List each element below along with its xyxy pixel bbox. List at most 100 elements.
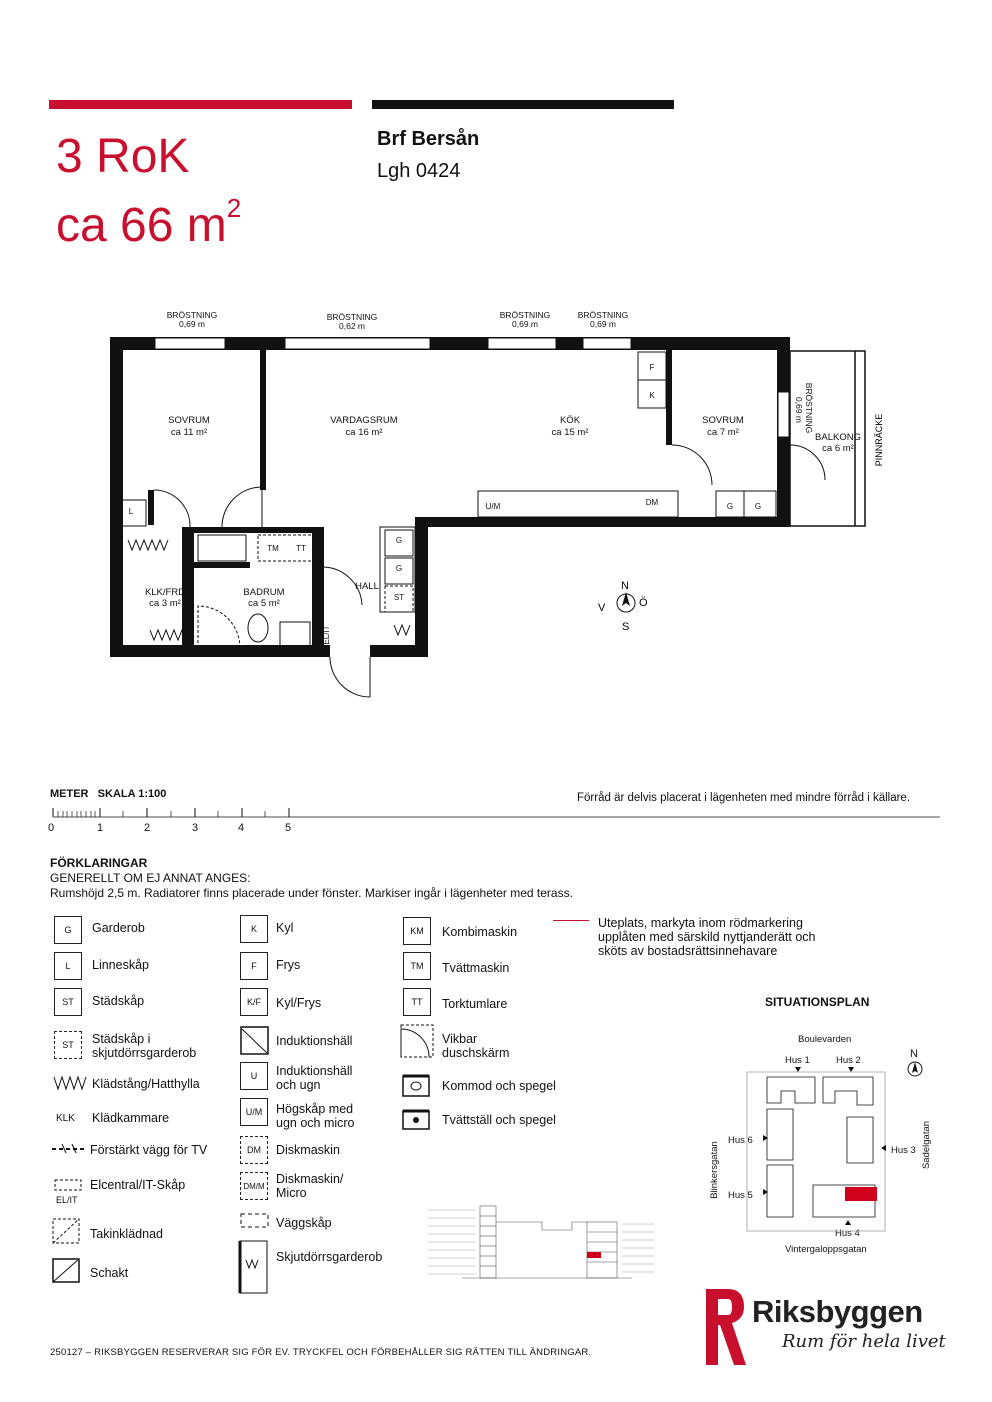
- fixture-boxes: [117, 490, 777, 649]
- legend-dm-micro-text: Diskmaskin/ Micro: [276, 1172, 344, 1200]
- house-4: Hus 4: [835, 1228, 860, 1239]
- legend-induction-oven-text: Induktionshäll och ugn: [276, 1064, 353, 1092]
- legend-st-icon: ST: [54, 988, 82, 1016]
- house-1: Hus 1: [785, 1055, 810, 1066]
- window-label-5: BRÖSTNING: [804, 383, 814, 434]
- scale-tick-3: 3: [192, 822, 199, 834]
- window-label-3: BRÖSTNING: [500, 310, 551, 320]
- clothes-rail-icon: [53, 1075, 87, 1091]
- legend-elit-text: Elcentral/IT-Skåp: [90, 1178, 186, 1192]
- site-north: N: [910, 1048, 918, 1060]
- legend-general-note: Rumshöjd 2,5 m. Radiatorer finns placera…: [50, 886, 573, 900]
- red-line-sample: [553, 920, 589, 921]
- legend-kf-text: Kyl/Frys: [276, 996, 322, 1010]
- shaft-icon: [52, 1258, 80, 1283]
- house-3: Hus 3: [891, 1145, 916, 1156]
- room-name-balkong: BALKONG: [815, 432, 861, 443]
- riksbyggen-logo-mark: [706, 1289, 746, 1365]
- legend-tv-text: Förstärkt vägg för TV: [90, 1143, 208, 1157]
- room-name-badrum: BADRUM: [243, 587, 284, 598]
- fixture-g-1: G: [727, 502, 733, 511]
- legend-km-text: Kombimaskin: [442, 925, 518, 939]
- legend-km-icon: KM: [403, 917, 431, 945]
- sliding-wardrobe-icon: [238, 1240, 268, 1294]
- street-north: Boulevarden: [798, 1034, 851, 1045]
- legend-l-text: Linneskåp: [92, 958, 149, 972]
- legend-sliding-text: Skjutdörrsgarderob: [276, 1250, 383, 1264]
- scale-label: METER SKALA 1:100: [50, 788, 167, 800]
- brf-name: Brf Bersån: [377, 128, 480, 150]
- legend-g-icon: G: [54, 916, 82, 944]
- fixture-f: F: [650, 363, 655, 372]
- room-name-sovrum-1: SOVRUM: [168, 415, 210, 426]
- legend-l-icon: L: [54, 952, 82, 980]
- street-east: Sadelgatan: [921, 1121, 932, 1169]
- fixture-g-3: G: [396, 536, 402, 545]
- fixture-tt: TT: [296, 544, 306, 553]
- legend-klk-text: Klädkammare: [92, 1111, 170, 1125]
- apartment-number: Lgh 0424: [377, 160, 461, 182]
- legend-tm-icon: TM: [403, 952, 431, 980]
- legend-ceiling-text: Takinklädnad: [90, 1227, 163, 1241]
- room-area-sovrum-2: ca 7 m²: [707, 427, 739, 438]
- walls: [110, 337, 790, 657]
- compass-s: S: [622, 621, 629, 633]
- legend-um-text: Högskåp med ugn och micro: [276, 1102, 355, 1130]
- legend-induction-oven-icon: U: [240, 1062, 268, 1090]
- footer-disclaimer: 250127 – RIKSBYGGEN RESERVERAR SIG FÖR E…: [50, 1347, 592, 1358]
- scale-tick-5: 5: [285, 822, 292, 834]
- room-area-sovrum-1: ca 11 m²: [171, 427, 207, 438]
- room-name-klk: KLK/FRD: [145, 587, 185, 598]
- fixture-g-2: G: [755, 502, 761, 511]
- window-label-2: BRÖSTNING: [327, 312, 378, 322]
- window-value-3: 0,69 m: [512, 319, 538, 329]
- legend-dm-icon: DM: [240, 1136, 268, 1164]
- room-area-balkong: ca 6 m²: [822, 443, 854, 454]
- scale-tick-4: 4: [238, 822, 245, 834]
- legend-dm-text: Diskmaskin: [276, 1143, 340, 1157]
- kitchen-counter: [379, 351, 777, 613]
- fixture-labels: F K L U/M DM G G G G ST TM TT EL/IT: [129, 363, 761, 645]
- area-value: ca 66 m: [56, 199, 227, 252]
- room-area-kok: ca 15 m²: [552, 427, 589, 438]
- window-value-1: 0,69 m: [179, 319, 205, 329]
- shower-screen-icon: [400, 1024, 434, 1058]
- legend-tm-text: Tvättmaskin: [442, 961, 510, 975]
- area-title: ca 66 m2: [56, 195, 241, 250]
- window-value-5: 0,69 m: [794, 397, 804, 423]
- washbasin-icon: [402, 1109, 430, 1130]
- fixture-l: L: [129, 507, 134, 516]
- header-black-bar: [372, 100, 674, 109]
- room-name-vardagsrum: VARDAGSRUM: [330, 415, 397, 426]
- legend-k-icon: K: [240, 915, 268, 943]
- scale-tick-0: 0: [48, 822, 55, 834]
- room-name-hall: HALL: [355, 581, 379, 592]
- compass-o: Ö: [639, 597, 648, 609]
- legend-elit-code: EL/IT: [56, 1195, 78, 1205]
- legend-shower-text: Vikbar duschskärm: [442, 1032, 510, 1060]
- scale-tick-1: 1: [97, 822, 104, 834]
- brand-tagline: Rum för hela livet: [782, 1331, 946, 1352]
- railing-label: PINNRÄCKE: [874, 414, 884, 467]
- room-labels: SOVRUM ca 11 m² VARDAGSRUM ca 16 m² KÖK …: [145, 415, 861, 609]
- room-name-kok: KÖK: [560, 415, 581, 426]
- fixture-k: K: [649, 391, 655, 400]
- legend-f-text: Frys: [276, 958, 301, 972]
- room-area-vardagsrum: ca 16 m²: [346, 427, 383, 438]
- legend-induction-text: Induktionshäll: [276, 1034, 353, 1048]
- window-value-2: 0,62 m: [339, 321, 365, 331]
- legend-k-text: Kyl: [276, 921, 294, 935]
- street-south: Vintergaloppsgatan: [785, 1244, 867, 1255]
- induction-icon: [240, 1026, 269, 1055]
- house-5: Hus 5: [728, 1190, 753, 1201]
- ceiling-cladding-icon: [52, 1218, 80, 1244]
- site-plan-title: SITUATIONSPLAN: [765, 995, 870, 1009]
- legend-g-text: Garderob: [92, 921, 145, 935]
- floor-plan: BRÖSTNING 0,69 m BRÖSTNING 0,62 m BRÖSTN…: [110, 310, 884, 698]
- legend-st-text: Städskåp: [92, 994, 145, 1008]
- legend-st-sliding-text: Städskåp i skjutdörrsgarderob: [92, 1032, 197, 1060]
- fixture-um: U/M: [486, 502, 501, 511]
- legend-washbasin-text: Tvättställ och spegel: [442, 1113, 556, 1127]
- room-name-sovrum-2: SOVRUM: [702, 415, 744, 426]
- fixture-tm: TM: [267, 544, 279, 553]
